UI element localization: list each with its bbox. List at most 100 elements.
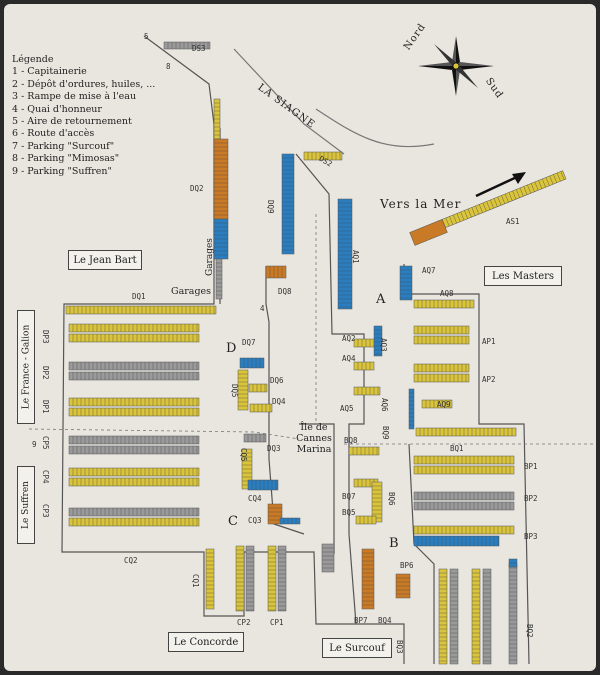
label-cp5: CP5 [41, 436, 50, 450]
berth-dq5 [237, 369, 249, 411]
berth-dp1-b [68, 407, 200, 417]
sea-label: Vers la Mer [380, 197, 462, 211]
label-bq4: BQ4 [378, 616, 392, 625]
label-dq8: DQ8 [278, 287, 292, 296]
berth-b-col5 [508, 563, 518, 665]
label-ap1: AP1 [482, 337, 496, 346]
label-ap2: AP2 [482, 375, 496, 384]
berth-aq4 [353, 361, 375, 371]
berth-dq7 [239, 357, 265, 369]
label-cq1: CQ1 [191, 574, 200, 588]
berth-bp2-a [413, 491, 515, 501]
berth-dq6 [248, 383, 268, 393]
label-aq6: AQ6 [380, 398, 389, 412]
label-dp3: DP3 [41, 330, 50, 344]
berth-cp4-b [68, 477, 200, 487]
berth-ap1-b [413, 335, 470, 345]
label-cq4: CQ4 [248, 494, 262, 503]
berth-aq3 [373, 325, 383, 357]
berth-dq4 [249, 403, 273, 413]
label-bq6: BQ6 [387, 492, 396, 506]
label-bp7: BP7 [354, 616, 368, 625]
berth-ap2-a [413, 363, 470, 373]
box-masters: Les Masters [484, 266, 562, 286]
compass-rose [418, 36, 494, 96]
berth-cp2-b [245, 545, 255, 612]
berth-dp3-a [68, 323, 200, 333]
label-dq9: DQ9 [266, 200, 275, 214]
legend-item: 5 - Aire de retournement [12, 116, 132, 128]
label-aq8: AQ8 [440, 289, 454, 298]
legend-item: 6 - Route d'accès [12, 128, 95, 140]
label-aq1: AQ1 [351, 250, 360, 264]
berth-b-col3 [471, 568, 481, 665]
label-aq4: AQ4 [342, 354, 356, 363]
label-bq2: BQ2 [525, 624, 534, 638]
berth-cq5 [241, 448, 253, 490]
berth-group [65, 41, 567, 665]
marina-map [28, 35, 594, 665]
legend-item: 4 - Quai d'honneur [12, 103, 102, 115]
berth-cq4 [247, 479, 279, 491]
label-dp1: DP1 [41, 400, 50, 414]
berth-b-col1 [438, 568, 448, 665]
legend-title: Légende [12, 54, 54, 65]
map-frame: Légende 1 - Capitainerie 2 - Dépôt d'ord… [4, 4, 596, 671]
berth-bp6 [395, 573, 411, 599]
label-dq6: DQ6 [270, 376, 284, 385]
label-as1: AS1 [506, 217, 520, 226]
label-dq5: DQ5 [230, 384, 239, 398]
box-france-galion: Le France - Galion [17, 310, 35, 424]
berth-ramp [321, 543, 335, 573]
berth-dq2-blue [213, 218, 229, 260]
label-bp3: BP3 [524, 532, 538, 541]
label-aq9: AQ9 [437, 400, 451, 409]
berth-dp3-b [68, 333, 200, 343]
label-dq2: DQ2 [190, 184, 204, 193]
box-suffren: Le Suffren [17, 466, 35, 544]
berth-dq1 [65, 305, 217, 315]
berth-dp2-b [68, 371, 200, 381]
berth-cp1-a [267, 545, 277, 612]
berth-bp3-a [413, 525, 515, 535]
berth-cq3b [279, 517, 301, 525]
berth-aq9 [421, 399, 453, 409]
berth-aq5 [353, 386, 381, 396]
berth-dq3 [243, 433, 267, 443]
label-dq3: DQ3 [267, 444, 281, 453]
label-bq9: BQ9 [381, 426, 390, 440]
label-bp1: BP1 [524, 462, 538, 471]
box-jean-bart: Le Jean Bart [68, 250, 142, 270]
label-bq1: BQ1 [450, 444, 464, 453]
label-cp3: CP3 [41, 504, 50, 518]
berth-bp7 [361, 548, 375, 610]
berth-b-col4 [482, 568, 492, 665]
berth-cq3 [267, 503, 283, 525]
berth-bp1-b [413, 465, 515, 475]
label-bq7: BQ7 [342, 492, 356, 501]
legend-item: 2 - Dépôt d'ordures, huiles, ... [12, 78, 156, 90]
label-cp4: CP4 [41, 470, 50, 484]
berth-ap1-a [413, 325, 470, 335]
zone-b: B [389, 536, 399, 551]
box-surcouf: Le Surcouf [322, 638, 392, 658]
legend-item: 7 - Parking "Surcouf" [12, 140, 115, 152]
berth-dp1-a [68, 397, 200, 407]
label-dq1: DQ1 [132, 292, 146, 301]
berth-cp4-a [68, 467, 200, 477]
berth-cp3-a [68, 507, 200, 517]
label-cq3: CQ3 [248, 516, 262, 525]
berth-b-col2 [449, 568, 459, 665]
berth-bp1-a [413, 455, 515, 465]
label-cq5: CQ5 [239, 448, 248, 462]
legend: Légende 1 - Capitainerie 2 - Dépôt d'ord… [12, 54, 155, 178]
berth-aq8 [413, 299, 475, 309]
label-bq3: BQ3 [395, 640, 404, 654]
berth-bp2-b [413, 501, 515, 511]
berth-aq6 [408, 388, 415, 430]
berth-dq9 [281, 153, 295, 255]
label-cp1: CP1 [270, 618, 284, 627]
garages-label: Garages [171, 286, 212, 297]
label-bp2: BP2 [524, 494, 538, 503]
berth-as1 [409, 170, 567, 246]
